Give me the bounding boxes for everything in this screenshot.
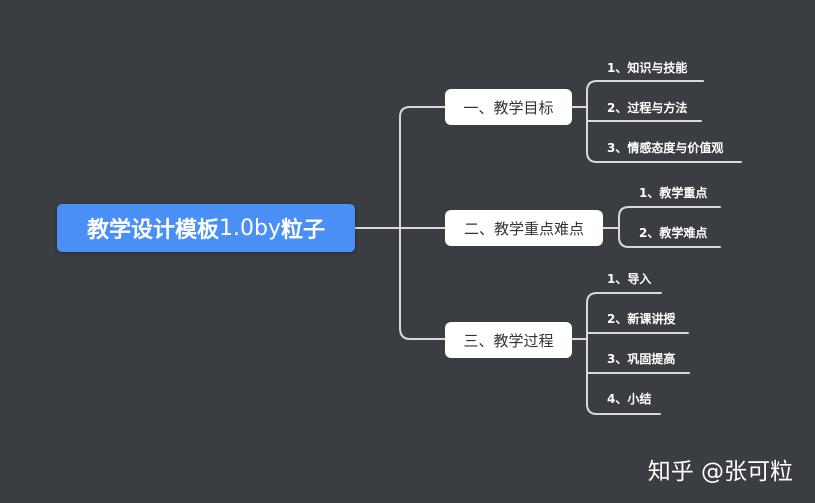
leaf-node[interactable]: 2、过程与方法 [607,101,687,115]
root-label-version: 1.0by [219,215,281,241]
leaf-label: 2、新课讲授 [607,312,676,326]
leaf-label: 3、巩固提高 [607,352,676,366]
root-label-tail: 粒子 [280,218,325,243]
leaf-node[interactable]: 3、巩固提高 [607,352,675,366]
leaf-node[interactable]: 4、小结 [607,392,651,406]
leaf-label: 1、知识与技能 [607,61,688,75]
leaf-label: 1、教学重点 [639,186,708,200]
leaf-label: 3、情感态度与价值观 [607,141,724,155]
leaf-node[interactable]: 1、教学重点 [639,186,707,200]
branch-label: 三、教学过程 [463,331,554,350]
branch-node-key-points[interactable]: 二、教学重点难点 [445,210,603,246]
leaf-node[interactable]: 1、知识与技能 [607,61,687,75]
leaf-label: 4、小结 [607,392,652,406]
root-label-main: 教学设计模板 [86,218,219,243]
connector-branch-3-spine [586,292,661,415]
leaf-label: 2、教学难点 [639,226,708,240]
leaf-node[interactable]: 3、情感态度与价值观 [607,141,723,155]
branch-label: 二、教学重点难点 [463,219,584,238]
leaf-node[interactable]: 1、导入 [607,272,651,286]
connector-branch-2-spine [618,206,721,248]
leaf-node[interactable]: 2、教学难点 [639,226,707,240]
branch-node-teaching-goals[interactable]: 一、教学目标 [445,89,572,125]
leaf-label: 1、导入 [607,272,652,286]
watermark: 知乎 @张可粒 [647,459,793,485]
leaf-label: 2、过程与方法 [607,101,688,115]
leaf-node[interactable]: 2、新课讲授 [607,312,675,326]
branch-label: 一、教学目标 [463,98,554,117]
connector-branch-1-spine [586,80,742,163]
branch-node-teaching-process[interactable]: 三、教学过程 [445,322,572,358]
connector-root-spine [399,106,446,340]
